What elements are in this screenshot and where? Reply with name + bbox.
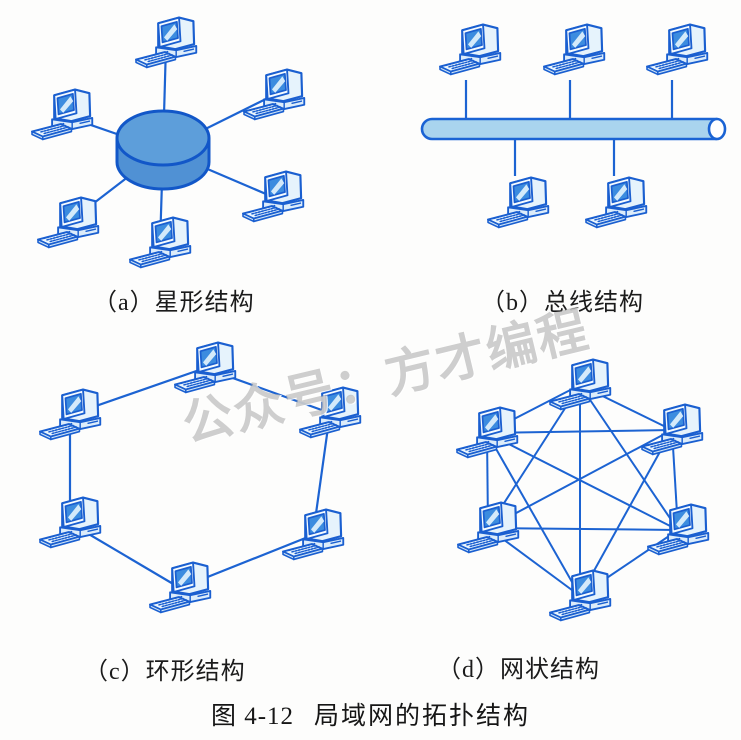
computer-icon	[148, 561, 212, 614]
panel-mesh	[455, 358, 710, 622]
network-link	[486, 432, 581, 597]
computer-icon	[645, 23, 709, 76]
computer-icon	[36, 196, 100, 249]
panel-star	[30, 16, 306, 269]
computer-icon	[38, 388, 102, 441]
network-link	[486, 432, 679, 531]
bus-taps	[464, 80, 674, 176]
bus-cable-icon	[420, 117, 727, 141]
computer-icon	[128, 216, 192, 269]
figure-title: 局域网的拓扑结构	[314, 703, 531, 730]
caption-mesh: （d）网状结构	[437, 657, 600, 683]
computer-icon	[455, 406, 519, 459]
computer-icon	[38, 496, 102, 549]
figure-number: 图 4-12	[210, 703, 295, 730]
computer-icon	[173, 341, 237, 394]
computer-icon	[584, 176, 648, 229]
caption-bus: （b）总线结构	[481, 290, 644, 316]
hub-top	[115, 109, 211, 167]
computer-icon	[438, 23, 502, 76]
panel-bus	[420, 23, 727, 229]
computer-icon	[548, 569, 612, 622]
bus-pipe-cap	[707, 117, 727, 141]
network-link	[579, 384, 679, 531]
computer-icon	[241, 170, 305, 223]
computer-icon	[134, 16, 198, 69]
network-link	[487, 527, 679, 531]
network-link	[486, 429, 673, 434]
panel-ring	[38, 341, 362, 614]
network-link	[579, 429, 673, 597]
figure-caption: 图 4-12 局域网的拓扑结构	[0, 696, 741, 732]
computer-icon	[298, 386, 362, 439]
bus-pipe	[420, 117, 718, 141]
computer-icon	[548, 358, 612, 411]
computer-icon	[242, 68, 306, 121]
caption-ring: （c）环形结构	[84, 659, 246, 685]
hub-icon	[115, 109, 211, 191]
caption-star: （a）星形结构	[93, 290, 255, 316]
computer-icon	[456, 501, 520, 554]
computer-icon	[30, 88, 94, 141]
computer-icon	[486, 176, 550, 229]
computer-icon	[542, 23, 606, 76]
mesh-links	[486, 384, 679, 597]
computer-icon	[281, 508, 345, 561]
